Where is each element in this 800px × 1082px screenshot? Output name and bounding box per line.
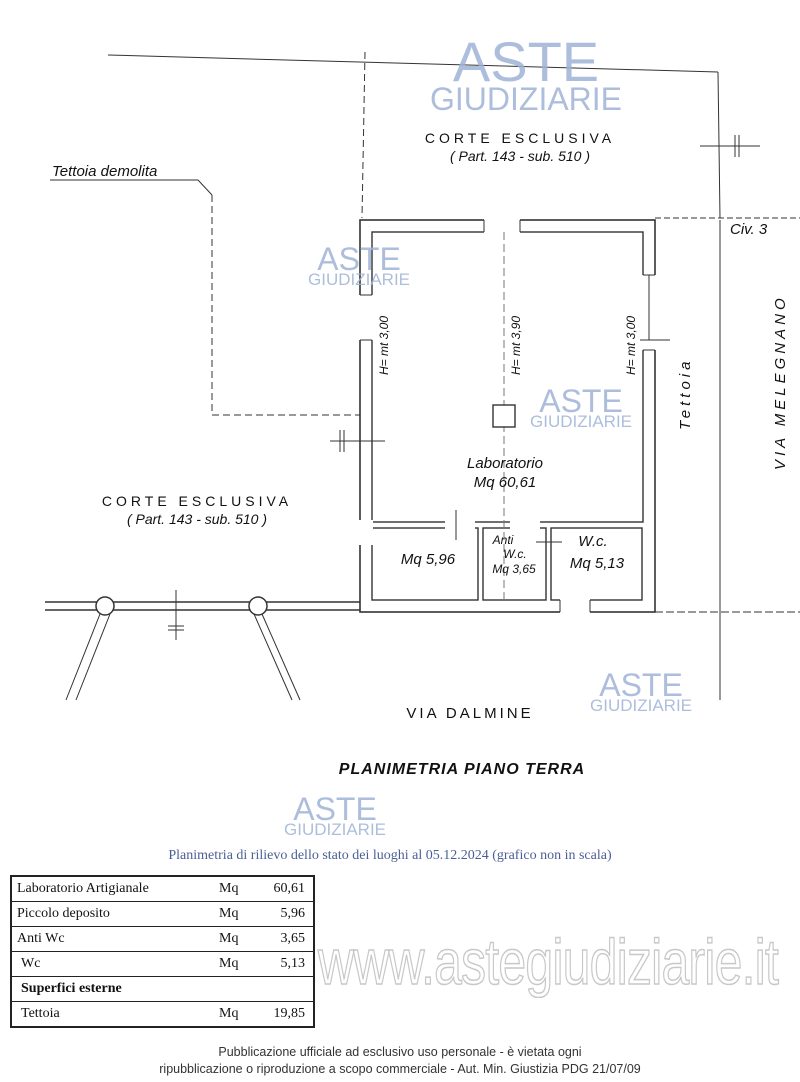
watermark-logo: ASTE GIUDIZIARIE (430, 30, 623, 117)
row-value: 5,13 (261, 951, 314, 977)
height-centre: H= mt 3,90 (509, 316, 523, 375)
plan-caption: Planimetria di rilievo dello stato dei l… (168, 848, 612, 863)
plan-title: PLANIMETRIA PIANO TERRA (339, 761, 585, 778)
row-name: Laboratorio Artigianale (11, 875, 215, 902)
legal-notice-line-2: ripubblicazione o riproduzione a scopo c… (159, 1062, 641, 1076)
site-watermark: www.astegiudiziarie.it (317, 925, 779, 999)
deposito-area: Mq 5,96 (401, 551, 456, 568)
row-unit: Mq (215, 926, 261, 952)
via-melegnano-label: VIA MELEGNANO (772, 294, 789, 470)
row-name: Tettoia (11, 1001, 215, 1028)
wc-label: W.c. (578, 533, 607, 550)
row-unit: Mq (215, 875, 261, 902)
corte-top-title: CORTE ESCLUSIVA (425, 130, 615, 146)
table-row: Laboratorio Artigianale Mq 60,61 (11, 875, 314, 902)
table-row: Wc Mq 5,13 (11, 951, 314, 977)
floor-plan: Tettoia demolita CORTE ESCLUSIVA ( Part.… (45, 51, 800, 778)
row-value: 60,61 (261, 875, 314, 902)
via-dalmine-label: VIA DALMINE (406, 705, 533, 722)
watermark-logo: ASTE GIUDIZIARIE (530, 383, 633, 432)
anti-wc-label-1: Anti (492, 533, 514, 547)
table-row: Piccolo deposito Mq 5,96 (11, 901, 314, 927)
areas-table: Laboratorio Artigianale Mq 60,61 Piccolo… (10, 875, 315, 1028)
tettoia-demolita-label: Tettoia demolita (52, 163, 157, 180)
row-value: 19,85 (261, 1001, 314, 1028)
row-name: Piccolo deposito (11, 901, 215, 927)
tettoia-label: Tettoia (677, 358, 694, 430)
corte-top-sub: ( Part. 143 - sub. 510 ) (450, 148, 590, 164)
legal-notice-line-1: Pubblicazione ufficiale ad esclusivo uso… (218, 1045, 582, 1059)
height-right: H= mt 3,00 (624, 316, 638, 375)
height-left: H= mt 3,00 (377, 316, 391, 375)
corte-left-sub: ( Part. 143 - sub. 510 ) (127, 511, 267, 527)
row-unit: Mq (215, 951, 261, 977)
table-row: Anti Wc Mq 3,65 (11, 926, 314, 952)
laboratorio-area: Mq 60,61 (474, 474, 537, 491)
table-row: Tettoia Mq 19,85 (11, 1001, 314, 1028)
anti-wc-area: Mq 3,65 (492, 562, 536, 576)
watermark-logo: ASTE GIUDIZIARIE (284, 791, 387, 840)
section-heading: Superfici esterne (11, 976, 314, 1002)
row-value: 5,96 (261, 901, 314, 927)
wc-area: Mq 5,13 (570, 555, 625, 572)
row-value: 3,65 (261, 926, 314, 952)
row-unit: Mq (215, 1001, 261, 1028)
laboratorio-label: Laboratorio (467, 455, 543, 472)
row-unit: Mq (215, 901, 261, 927)
anti-wc-label-2: W.c. (503, 547, 527, 561)
watermark-logo: ASTE GIUDIZIARIE (590, 667, 693, 716)
corte-left-title: CORTE ESCLUSIVA (102, 493, 292, 509)
table-section-row: Superfici esterne (11, 976, 314, 1002)
watermark-logo: ASTE GIUDIZIARIE (308, 241, 411, 290)
civic-number: Civ. 3 (730, 221, 768, 238)
row-name: Anti Wc (11, 926, 215, 952)
row-name: Wc (11, 951, 215, 977)
legal-notice: Pubblicazione ufficiale ad esclusivo uso… (0, 1044, 800, 1078)
